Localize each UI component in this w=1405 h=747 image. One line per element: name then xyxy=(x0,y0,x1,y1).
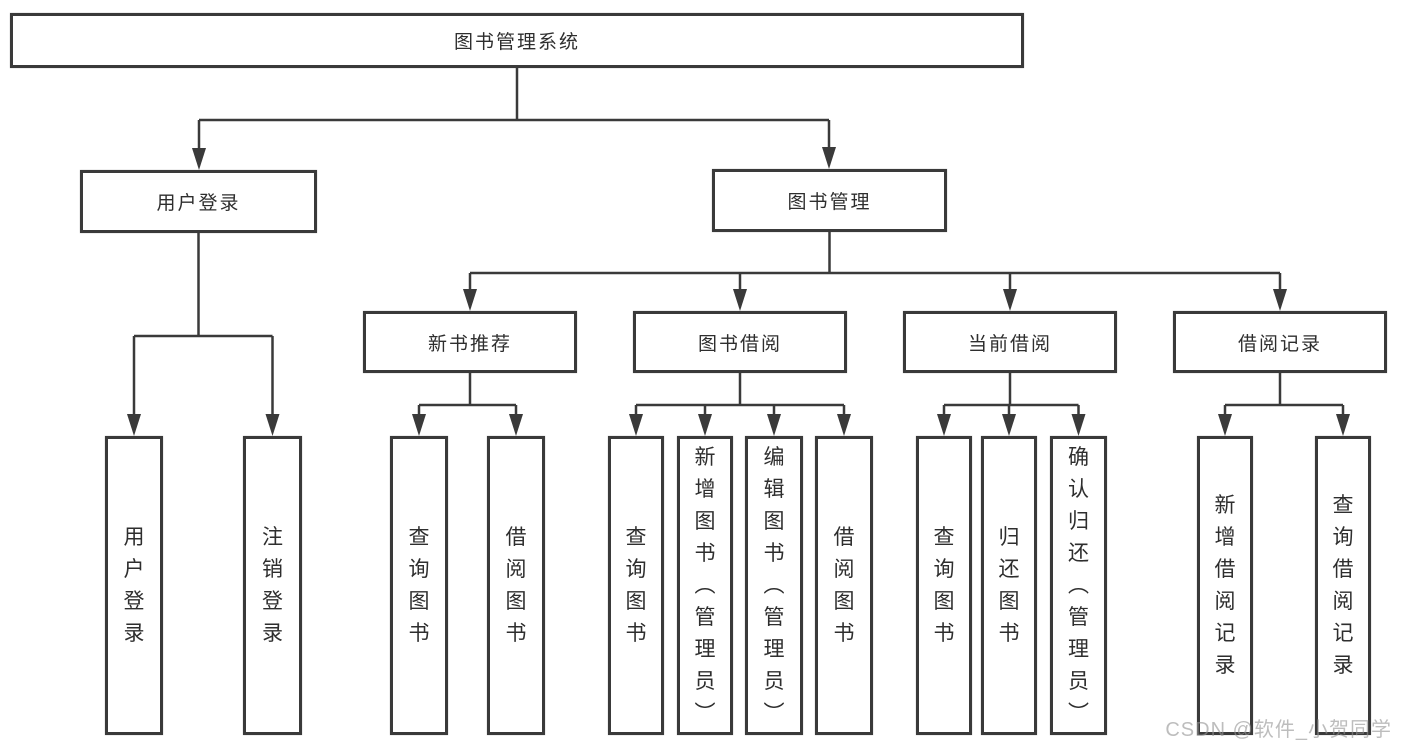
node-new-book-recommend-label: 新书推荐 xyxy=(427,333,512,355)
node-current-borrow: 当前借阅 xyxy=(903,311,1117,373)
leaf-confirm-return-admin: 确认归还︵管理员︶ xyxy=(1050,436,1107,735)
leaf-borrow-books: 借阅图书 xyxy=(815,436,873,735)
edge-current-borrow-group xyxy=(942,373,1080,416)
leaf-add-books-admin: 新增图书︵管理员︶ xyxy=(677,436,733,735)
node-book-borrow: 图书借阅 xyxy=(633,311,847,373)
node-root-system: 图书管理系统 xyxy=(10,13,1024,68)
leaf-logout-label: 注销登录 xyxy=(262,526,283,645)
leaf-recommend-borrow-books-label: 借阅图书 xyxy=(505,526,527,645)
node-new-book-recommend: 新书推荐 xyxy=(363,311,577,373)
edge-root-trunk xyxy=(197,68,831,150)
leaf-recommend-borrow-books: 借阅图书 xyxy=(487,436,545,735)
arrowheads xyxy=(127,147,1350,436)
node-book-management-label: 图书管理 xyxy=(787,192,872,213)
node-user-login-label: 用户登录 xyxy=(156,193,241,214)
leaf-current-query-books-label: 查询图书 xyxy=(933,526,955,645)
node-borrow-records-label: 借阅记录 xyxy=(1237,333,1322,355)
leaf-return-books-label: 归还图书 xyxy=(998,526,1020,645)
edge-book-mgmt-group xyxy=(468,232,1282,292)
node-borrow-records: 借阅记录 xyxy=(1173,311,1387,373)
leaf-return-books: 归还图书 xyxy=(981,436,1037,735)
edge-user-login-group xyxy=(132,233,274,416)
leaf-add-books-admin-label: 新增图书︵管理员︶ xyxy=(694,446,716,725)
leaf-current-query-books: 查询图书 xyxy=(916,436,972,735)
leaf-borrow-query-books-label: 查询图书 xyxy=(625,526,647,645)
leaf-user-login-label: 用户登录 xyxy=(123,526,145,645)
leaf-borrow-books-label: 借阅图书 xyxy=(833,526,855,645)
leaf-user-login: 用户登录 xyxy=(105,436,163,735)
leaf-recommend-query-books-label: 查询图书 xyxy=(408,526,430,645)
node-book-management: 图书管理 xyxy=(712,169,947,232)
leaf-edit-books-admin-label: 编辑图书︵管理员︶ xyxy=(763,446,785,725)
leaf-recommend-query-books: 查询图书 xyxy=(390,436,448,735)
leaf-query-borrow-record-label: 查询借阅记录 xyxy=(1332,494,1354,677)
edge-book-borrow-group xyxy=(634,373,846,416)
leaf-query-borrow-record: 查询借阅记录 xyxy=(1315,436,1371,735)
leaf-logout: 注销登录 xyxy=(243,436,302,735)
node-root-system-label: 图书管理系统 xyxy=(453,32,580,53)
leaf-borrow-query-books: 查询图书 xyxy=(608,436,664,735)
node-user-login: 用户登录 xyxy=(80,170,317,233)
edge-new-book-group xyxy=(417,373,518,416)
node-current-borrow-label: 当前借阅 xyxy=(967,333,1052,355)
leaf-add-borrow-record: 新增借阅记录 xyxy=(1197,436,1253,735)
leaf-add-borrow-record-label: 新增借阅记录 xyxy=(1214,494,1236,677)
csdn-watermark: CSDN @软件_小贺同学 xyxy=(1165,719,1392,741)
edge-borrow-records-group xyxy=(1223,373,1345,416)
leaf-confirm-return-admin-label: 确认归还︵管理员︶ xyxy=(1068,446,1089,725)
node-book-borrow-label: 图书借阅 xyxy=(697,333,782,355)
leaf-edit-books-admin: 编辑图书︵管理员︶ xyxy=(745,436,803,735)
